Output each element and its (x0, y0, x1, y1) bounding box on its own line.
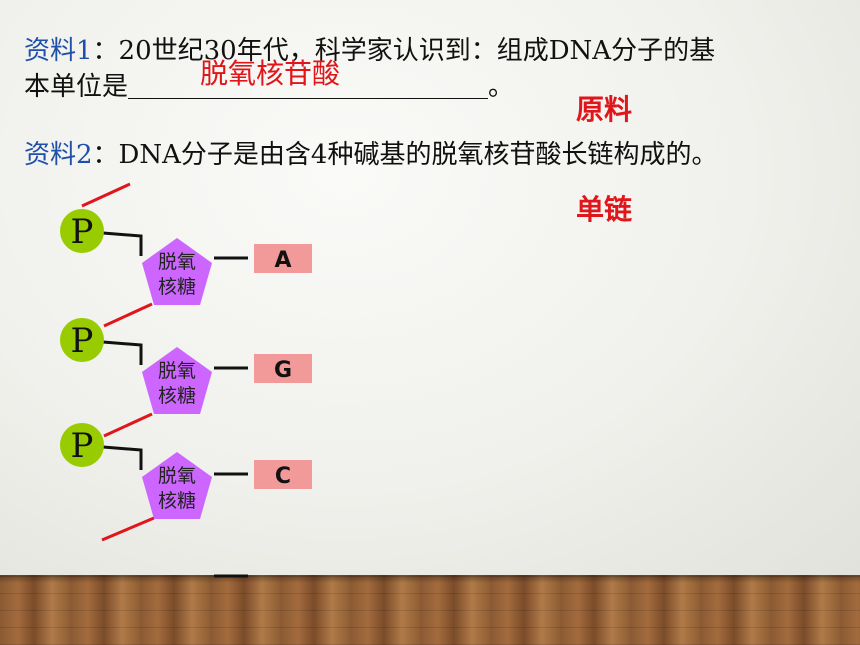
sugar-label-2: 核糖 (158, 490, 196, 512)
phosphate-circle (60, 423, 104, 467)
material1-text: ：20世纪30年代，科学家认识到：组成DNA分子的基 (92, 36, 716, 66)
base-label-g: G (274, 358, 292, 383)
nucleotide-3: P 脱氧 核糖 C (60, 423, 312, 519)
annotation-raw-material: 原料 (576, 93, 633, 126)
base-box (254, 460, 312, 489)
sugar-label-2: 核糖 (158, 385, 196, 407)
material1-suffix: 。 (488, 72, 515, 102)
handwritten-answer: 脱氧核苷酸 (200, 57, 341, 90)
material1-line2: 本单位是 。 (24, 66, 514, 103)
deoxyribose-pentagon (142, 347, 212, 414)
phosphate-label: P (71, 426, 94, 466)
material1-label: 资料1 (24, 36, 93, 66)
sugar-label-1: 脱氧 (158, 251, 196, 273)
base-label-c: C (275, 464, 291, 489)
base-box (254, 354, 312, 383)
nucleotide-2: P 脱氧 核糖 G (60, 318, 312, 414)
wood-floor-decoration (0, 575, 860, 645)
connector-p-sugar (102, 340, 143, 365)
answer-blank (128, 72, 489, 99)
material2-text: ：DNA分子是由含4种碱基的脱氧核苷酸长链构成的。 (92, 140, 718, 170)
base-label-a: A (274, 248, 291, 273)
bond-bottom (101, 516, 155, 542)
phosphate-circle (60, 209, 104, 253)
material1-line1: 资料1：20世纪30年代，科学家认识到：组成DNA分子的基 (24, 30, 715, 67)
deoxyribose-pentagon (142, 238, 212, 305)
sugar-label-1: 脱氧 (158, 360, 196, 382)
sugar-label-1: 脱氧 (158, 465, 196, 487)
phosphate-label: P (71, 321, 94, 361)
connector-p-sugar (102, 231, 143, 256)
phosphate-circle (60, 318, 104, 362)
annotation-single-strand: 单链 (576, 193, 633, 226)
material1-prefix: 本单位是 (24, 72, 129, 102)
phosphate-label: P (71, 212, 94, 252)
connector-p-sugar (102, 445, 143, 470)
bond-2 (103, 412, 153, 438)
base-box (254, 244, 312, 273)
material2-label: 资料2 (24, 140, 93, 170)
material2-line: 资料2：DNA分子是由含4种碱基的脱氧核苷酸长链构成的。 (24, 134, 717, 171)
deoxyribose-pentagon (142, 452, 212, 519)
sugar-label-2: 核糖 (158, 276, 196, 298)
bond-top (81, 182, 131, 208)
bond-1 (103, 302, 153, 328)
nucleotide-1: P 脱氧 核糖 A (60, 209, 312, 305)
